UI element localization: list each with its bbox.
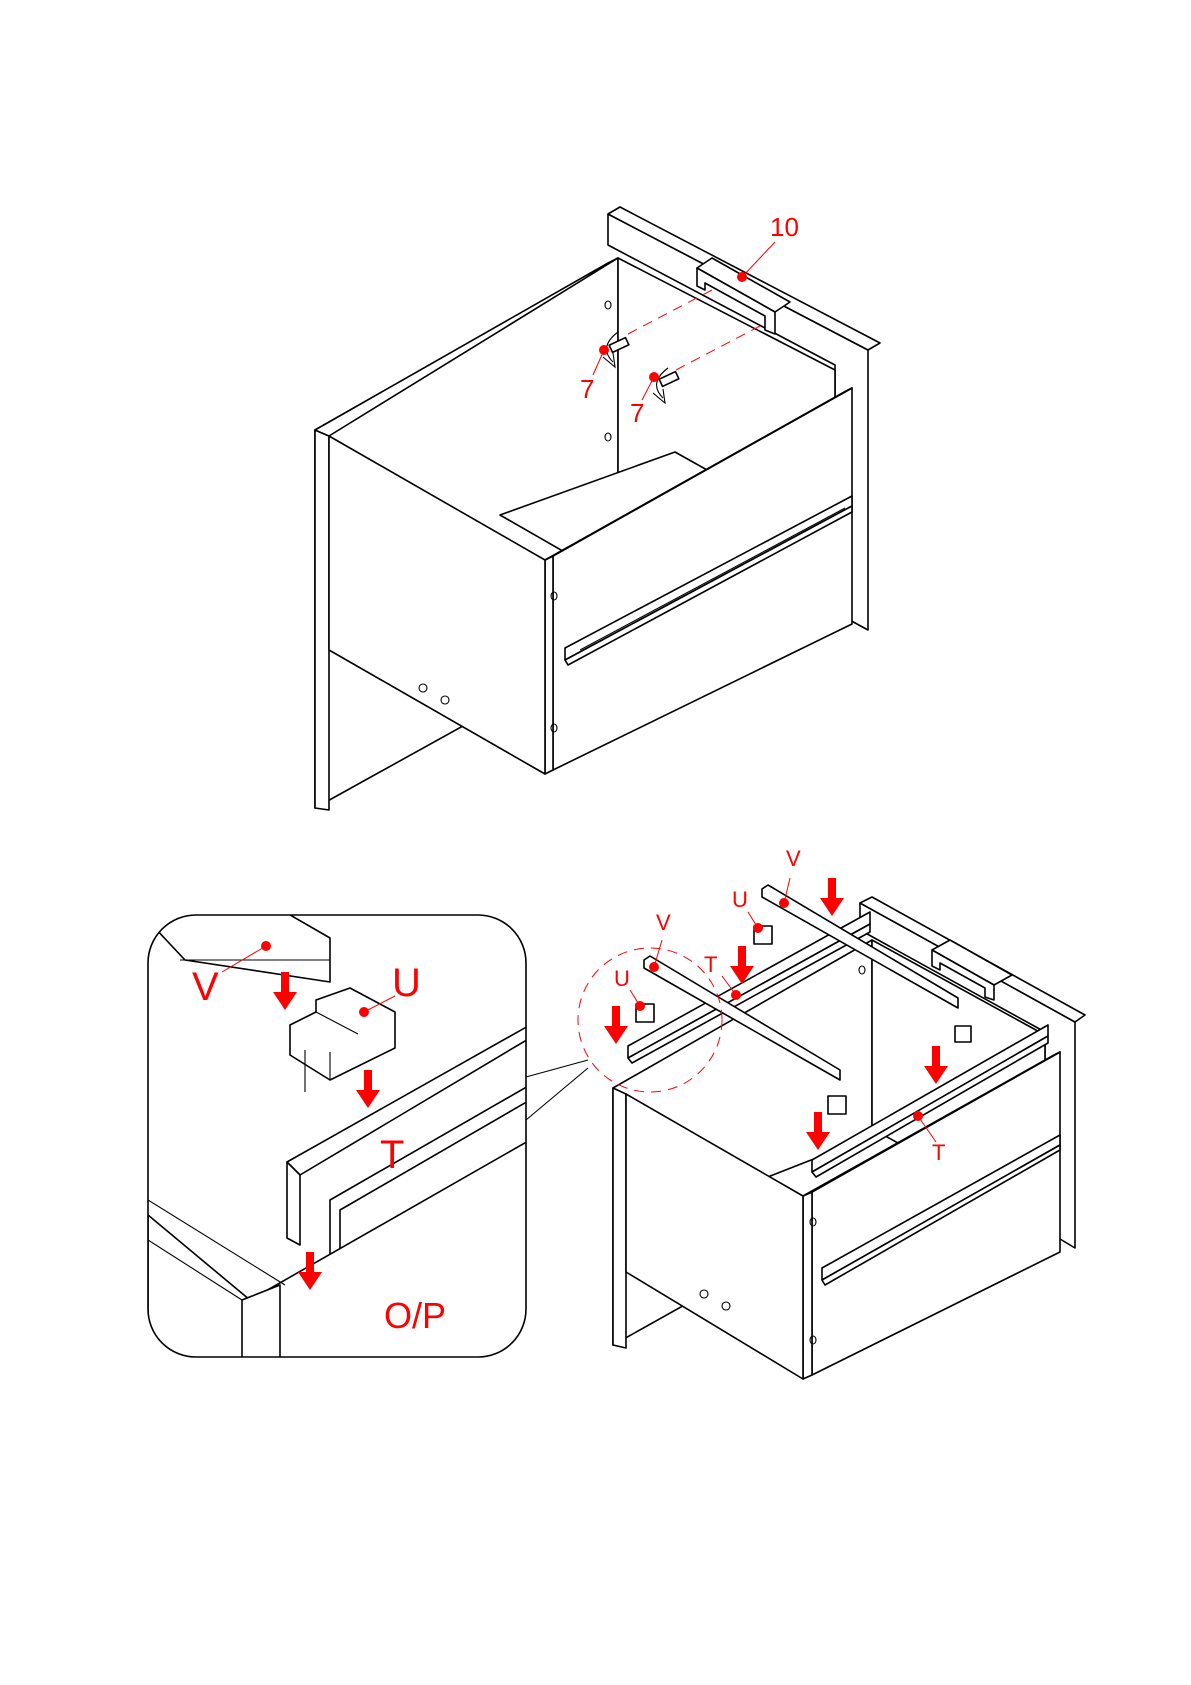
- label-v-back: V: [786, 846, 801, 871]
- left-side-panel-edge: [315, 430, 329, 810]
- detail-callout: V U T O/P: [140, 912, 588, 1360]
- detail-label-t: T: [380, 1133, 404, 1177]
- down-arrow-icon: [604, 1006, 628, 1044]
- detail-label-u: U: [392, 961, 421, 1005]
- detail-part-op: [148, 1140, 530, 1360]
- label-u-front: U: [614, 966, 630, 991]
- label-screw-7-right: 7: [630, 398, 644, 428]
- detail-part-u: [290, 988, 395, 1080]
- cabinet-diagram-top: 10 7 7: [315, 207, 880, 810]
- label-u-back: U: [732, 887, 748, 912]
- right-side-panel-edge: [545, 556, 553, 774]
- down-arrow-icon: [356, 1070, 380, 1108]
- detail-label-op: O/P: [384, 1295, 446, 1336]
- down-arrow-icon: [273, 972, 297, 1010]
- label-screw-7-left: 7: [580, 374, 594, 404]
- label-bracket-10: 10: [770, 212, 799, 242]
- label-v-front: V: [656, 910, 671, 935]
- label-t-back: T: [704, 952, 717, 977]
- label-t-front: T: [932, 1140, 945, 1165]
- down-arrow-icon: [820, 878, 844, 916]
- cabinet-diagram-bottom: V V U U T T: [578, 846, 1085, 1379]
- detail-part-v: [140, 912, 330, 982]
- detail-label-v: V: [192, 965, 219, 1009]
